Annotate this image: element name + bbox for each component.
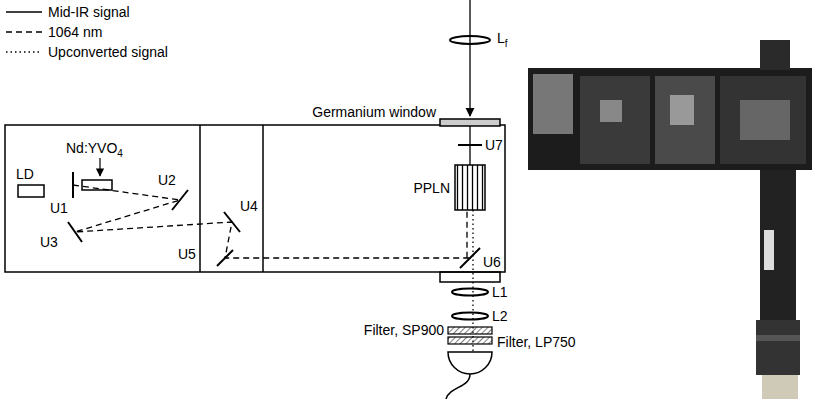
legend-text: Upconverted signal bbox=[48, 44, 168, 60]
mirror-label: U3 bbox=[40, 234, 58, 250]
legend-sample bbox=[6, 11, 42, 13]
legend-samples bbox=[6, 12, 42, 52]
legend-text: Mid-IR signal bbox=[48, 4, 130, 20]
mirror-label: U6 bbox=[483, 254, 501, 270]
mirror-label: U4 bbox=[240, 198, 258, 214]
filter-label: Filter, SP900 bbox=[364, 322, 444, 338]
mirror-label: U1 bbox=[50, 200, 68, 216]
housing bbox=[5, 125, 505, 282]
part-label: LD bbox=[16, 166, 34, 182]
crystal-label: Nd:YVO4 bbox=[66, 140, 123, 156]
optics bbox=[18, 36, 500, 399]
legend-text: 1064 nm bbox=[48, 24, 102, 40]
legend-sample bbox=[6, 31, 42, 33]
mirror-label: U2 bbox=[158, 172, 176, 188]
lens-label: L2 bbox=[492, 308, 508, 324]
filter-label: Filter, LP750 bbox=[497, 334, 576, 350]
part-label: U7 bbox=[485, 137, 503, 153]
lens-label: Lf bbox=[497, 30, 508, 46]
lens-label: L1 bbox=[492, 284, 508, 300]
window-label: Germanium window bbox=[312, 104, 436, 120]
mirror-label: U5 bbox=[178, 246, 196, 262]
crystal-label: PPLN bbox=[413, 180, 450, 196]
legend-sample bbox=[6, 51, 42, 53]
